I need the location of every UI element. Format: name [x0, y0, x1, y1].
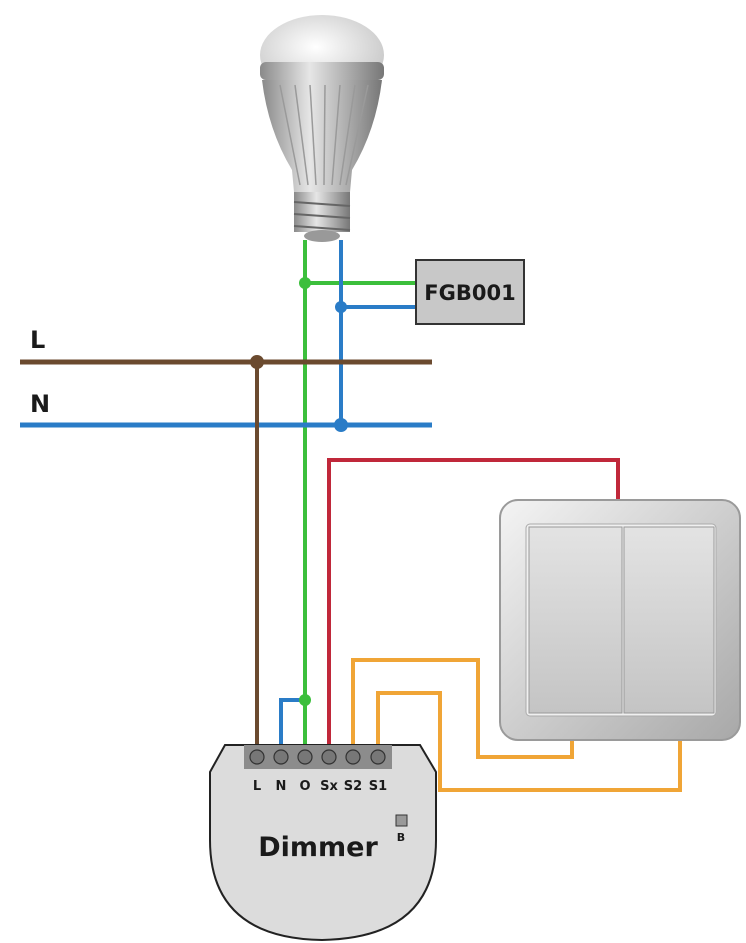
- dimmer-title: Dimmer: [258, 832, 378, 863]
- dimmer-module: L N O Sx S2 S1 B Dimmer: [209, 744, 437, 942]
- terminal-label-N: N: [276, 779, 287, 794]
- neutral-drop-wire: [279, 698, 305, 748]
- terminal-label-S2: S2: [344, 779, 362, 794]
- switch-rocker-right[interactable]: [623, 526, 715, 714]
- terminal-label-S1: S1: [369, 779, 387, 794]
- terminal-label-O: O: [299, 779, 310, 794]
- terminal-label-Sx: Sx: [320, 779, 338, 794]
- switch-rocker-left[interactable]: [528, 526, 623, 714]
- b-button-label: B: [397, 831, 405, 844]
- live-line-label: L: [30, 326, 45, 354]
- terminal-screws: [249, 749, 386, 765]
- fgb001-module: FGB001: [415, 259, 525, 325]
- s2-wire: [351, 658, 574, 759]
- neutral-line-label: N: [30, 390, 50, 418]
- b-button[interactable]: [395, 814, 408, 827]
- fgb001-label: FGB001: [424, 281, 515, 305]
- double-wall-switch[interactable]: [499, 499, 741, 741]
- junction-nodes: [250, 277, 348, 706]
- light-bulb-icon: [260, 15, 384, 242]
- s1-wire: [376, 691, 682, 792]
- sx-wire: [327, 458, 620, 748]
- terminal-label-L: L: [253, 779, 261, 794]
